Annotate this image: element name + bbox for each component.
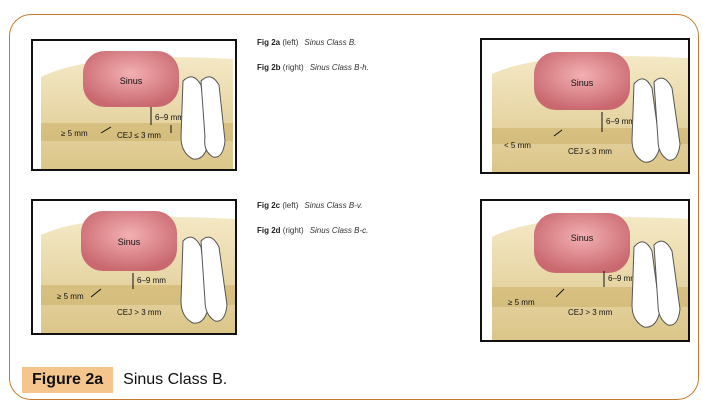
width-label: ≥ 5 mm <box>57 292 84 301</box>
figure-caption-text: Sinus Class B. <box>123 371 227 389</box>
height-label: 6–9 mm <box>155 113 184 122</box>
cej-label: CEJ > 3 mm <box>117 308 162 317</box>
width-label: ≥ 5 mm <box>508 298 535 307</box>
caption-2b: Fig 2b (right)Sinus Class B-h. <box>257 63 369 72</box>
width-label: < 5 mm <box>504 141 531 150</box>
panel-2a: Sinus 6–9 mm ≥ 5 mm CEJ ≤ 3 mm <box>31 39 237 171</box>
width-label: ≥ 5 mm <box>61 129 88 138</box>
height-label: 6–9 mm <box>137 276 166 285</box>
sinus-label: Sinus <box>571 78 594 88</box>
panel-2b: Sinus 6–9 mm < 5 mm CEJ ≤ 3 mm <box>480 38 690 174</box>
caption-2c: Fig 2c (left)Sinus Class B-v. <box>257 201 362 210</box>
figure-label: Figure 2a <box>22 367 113 393</box>
height-label: 6–9 mm <box>606 117 635 126</box>
sinus-label: Sinus <box>118 237 141 247</box>
cej-label: CEJ ≤ 3 mm <box>568 147 612 156</box>
panel-2d: Sinus 6–9 mm ≥ 5 mm CEJ > 3 mm <box>480 199 690 342</box>
sinus-label: Sinus <box>120 76 143 86</box>
panel-2c: Sinus 6–9 mm ≥ 5 mm CEJ > 3 mm <box>31 199 237 335</box>
caption-2a: Fig 2a (left)Sinus Class B. <box>257 38 356 47</box>
cej-label: CEJ > 3 mm <box>568 308 613 317</box>
figure-caption: Figure 2a Sinus Class B. <box>22 366 227 394</box>
cej-label: CEJ ≤ 3 mm <box>117 131 161 140</box>
sinus-label: Sinus <box>571 233 594 243</box>
caption-2d: Fig 2d (right)Sinus Class B-c. <box>257 226 368 235</box>
